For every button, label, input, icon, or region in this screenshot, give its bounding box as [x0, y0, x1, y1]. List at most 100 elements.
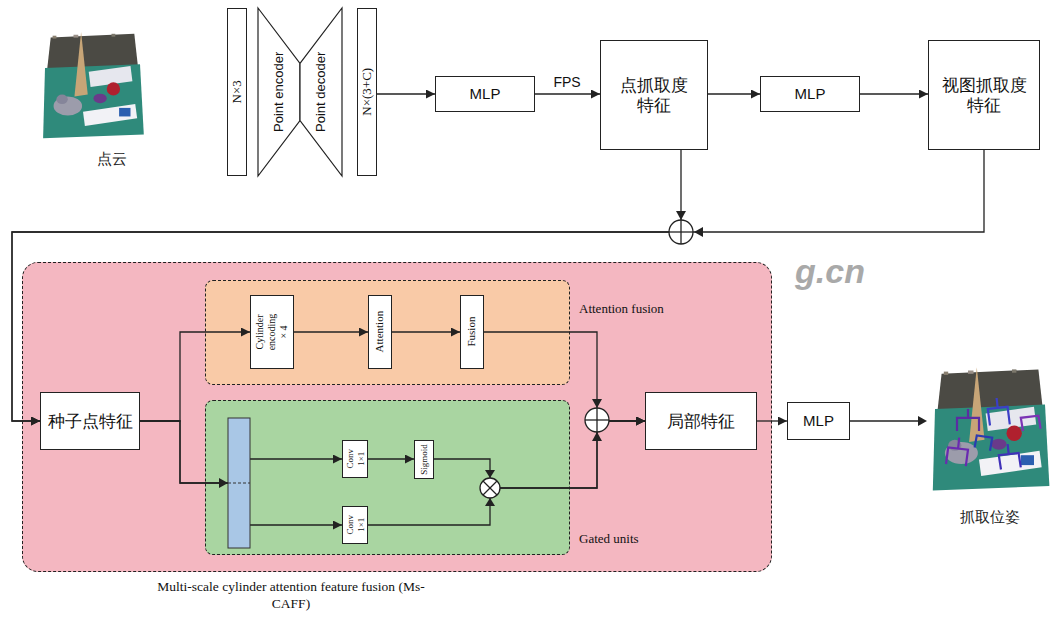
image-caption: 抓取位姿: [890, 508, 1063, 527]
region-label: Attention fusion: [579, 301, 664, 317]
sum-symbol: [585, 408, 609, 432]
feature-box: 种子点特征: [40, 392, 140, 450]
conv-box: Conv 1×1: [342, 440, 368, 478]
concat-bar: [228, 418, 250, 548]
image-caption-text: 点云: [97, 150, 127, 169]
encoding-box: Cylinder encoding× 4: [250, 295, 294, 369]
text-group: Point decoder: [313, 52, 329, 132]
watermark-text: g.cn: [795, 252, 865, 291]
sum-circle: [585, 408, 609, 432]
node-text: Conv 1×1: [344, 446, 366, 473]
arrowhead: [918, 416, 927, 426]
connector-arrow: [392, 331, 460, 332]
process-box: MLP: [760, 76, 860, 112]
product-circle: [480, 478, 500, 498]
feature-box: 点抓取度特征: [600, 40, 708, 150]
sum-symbol: [669, 220, 693, 244]
sum-cross: [596, 408, 597, 432]
trapezoid-shape: [258, 8, 300, 176]
arrowhead: [694, 227, 703, 237]
text-group: Point encoder: [271, 52, 287, 132]
node-text: Conv 1×1: [344, 512, 366, 539]
text-group: Conv 1×1: [344, 446, 366, 473]
text-group: MLP: [795, 85, 826, 103]
tensor-shape-bar: N×3: [227, 8, 247, 176]
encoder-trapezoid: Point encoder: [258, 8, 300, 176]
text-group: Sigmoid: [419, 444, 430, 475]
connector-arrow: [860, 93, 928, 94]
gripper-pose: [999, 444, 1021, 469]
sigmoid-box: Sigmoid: [414, 440, 434, 479]
text-group: 点抓取度特征: [617, 75, 690, 116]
node-text: MLP: [795, 85, 826, 103]
node-text: 局部特征: [667, 411, 735, 431]
text-group: MLP: [803, 412, 834, 430]
text-group: 局部特征: [667, 411, 735, 431]
connector-arrow: [708, 93, 760, 94]
connector-arrow: [377, 93, 436, 94]
gripper-pose: [988, 398, 1010, 426]
trapezoid-shape: [300, 8, 342, 176]
feature-box: 局部特征: [645, 392, 757, 450]
node-text: 种子点特征: [48, 411, 133, 431]
point-cloud-image: [43, 32, 144, 138]
region-label: Gated units: [579, 531, 639, 547]
feature-box: 视图抓取度特征: [928, 40, 1040, 150]
connector-arrow: [294, 331, 368, 332]
text-group: Conv 1×1: [344, 512, 366, 539]
gripper-pose: [957, 409, 979, 431]
process-box: MLP: [787, 402, 850, 440]
region-title: Attention fusion: [579, 301, 664, 317]
edge-label-text: FPS: [551, 74, 582, 90]
text-group: 视图抓取度特征: [939, 75, 1029, 116]
node-text: Attention: [373, 311, 386, 353]
gripper-pose: [1021, 416, 1041, 431]
process-box: MLP: [435, 76, 535, 112]
text-group: 种子点特征: [48, 411, 133, 431]
tensor-shape-bar: N×(3+C): [357, 8, 377, 176]
connector-arrow: [757, 420, 787, 421]
text-group: MLP: [470, 85, 501, 103]
connector-arrow: [368, 458, 414, 459]
gripper-pose: [946, 438, 968, 467]
node-text: 视图抓取度特征: [939, 75, 1029, 116]
node-text: × 4: [278, 309, 290, 355]
node-text: Fusion: [465, 317, 478, 347]
split-line: [228, 483, 250, 484]
node-text: N×(3+C): [359, 68, 375, 116]
node-text: Point decoder: [313, 52, 329, 132]
product-cross: [483, 481, 497, 495]
decoder-trapezoid: Point decoder: [300, 8, 342, 176]
node-text: Cylinder encoding: [254, 309, 278, 355]
node-text: Sigmoid: [419, 444, 430, 475]
gate-region: Gated unitsConv 1×1SigmoidConv 1×1: [205, 400, 570, 555]
fusion-box: Fusion: [460, 295, 484, 369]
node-text: MLP: [470, 85, 501, 103]
edge-label: FPS: [507, 73, 627, 91]
sum-cross: [680, 220, 681, 244]
grasp-scene: [933, 367, 1050, 490]
text-group: Fusion: [465, 317, 478, 347]
arrowhead: [676, 211, 686, 220]
node-text: Point encoder: [271, 52, 287, 132]
connector-arrow: [535, 93, 600, 94]
text-group: Cylinder encoding× 4: [254, 309, 290, 355]
node-text: N×3: [229, 80, 245, 103]
gripper-pose: [975, 435, 993, 450]
watermark: g.cn: [730, 252, 930, 291]
conv-box: Conv 1×1: [342, 506, 368, 544]
image-caption: 点云: [12, 150, 212, 169]
region-title: Gated units: [579, 531, 639, 547]
node-text: 点抓取度特征: [617, 75, 690, 116]
product-cross: [483, 481, 497, 495]
region-title: Multi-scale cylinder attention feature f…: [141, 579, 441, 613]
text-group: N×3: [229, 80, 245, 103]
node-text: MLP: [803, 412, 834, 430]
sum-circle: [669, 220, 693, 244]
text-group: Attention: [373, 311, 386, 353]
image-caption-text: 抓取位姿: [960, 508, 1020, 527]
grasp-pose-image: [933, 367, 1050, 490]
attention-box: Attention: [368, 295, 392, 369]
product-symbol: [480, 478, 500, 498]
output-arrow: [850, 420, 919, 421]
